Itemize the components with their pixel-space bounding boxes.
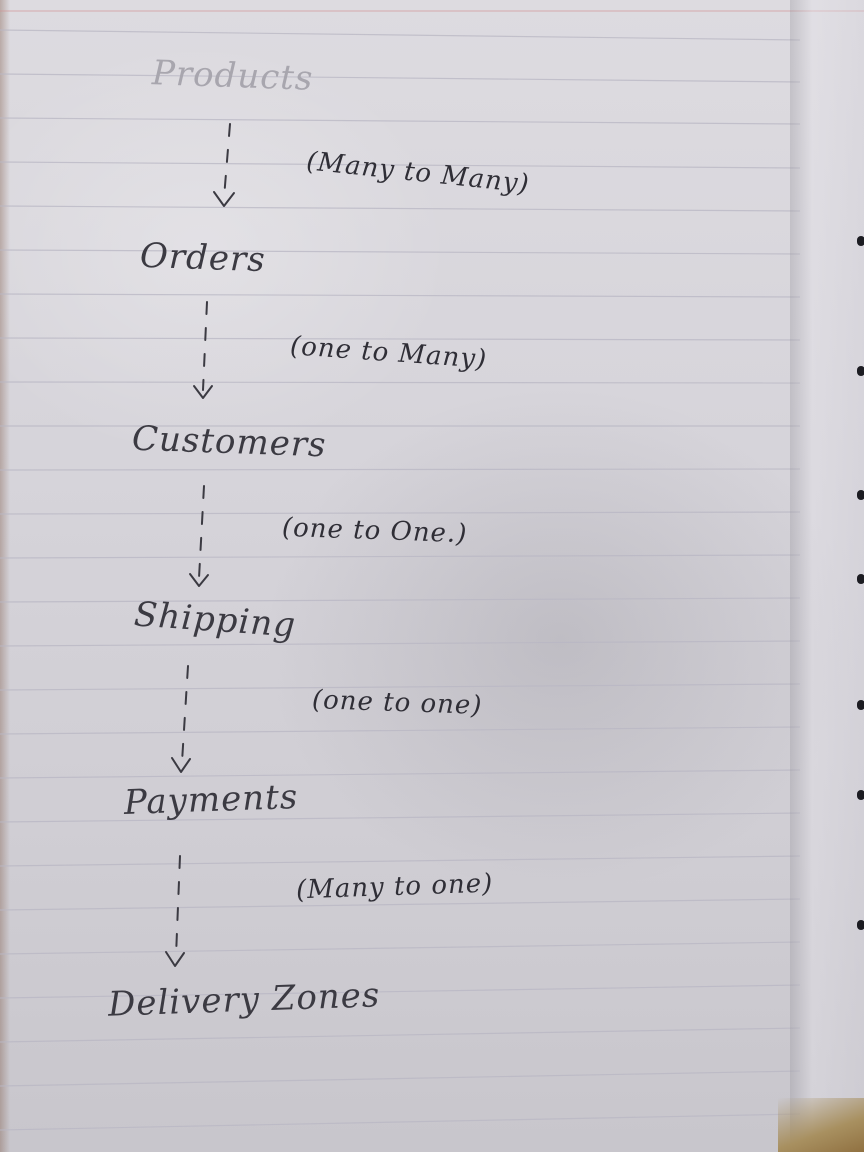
binder-hole <box>857 790 864 800</box>
dashed-arrow-down-icon <box>213 123 235 207</box>
top-margin-line <box>0 10 864 12</box>
dashed-arrow-down-icon <box>189 485 209 587</box>
table-surface <box>778 1098 864 1152</box>
binder-hole <box>857 574 864 584</box>
dashed-arrow-down-icon <box>193 301 213 399</box>
entity-orders: Orders <box>139 235 267 281</box>
binder-hole <box>857 700 864 710</box>
entity-customers: Customers <box>131 418 328 466</box>
relationship-shipping-payments: (one to one) <box>311 685 483 721</box>
binder-hole <box>857 366 864 376</box>
binder-hole <box>857 236 864 246</box>
binder-hole <box>857 920 864 930</box>
dashed-arrow-down-icon <box>171 665 191 773</box>
entity-products: Products <box>151 53 315 99</box>
dashed-arrow-down-icon <box>165 855 185 967</box>
entity-payments: Payments <box>123 776 299 824</box>
binder-hole <box>857 490 864 500</box>
relationship-customers-shipping: (one to One.) <box>281 512 468 550</box>
page-edge-shadow <box>0 0 10 1152</box>
next-page-edge <box>790 0 864 1152</box>
